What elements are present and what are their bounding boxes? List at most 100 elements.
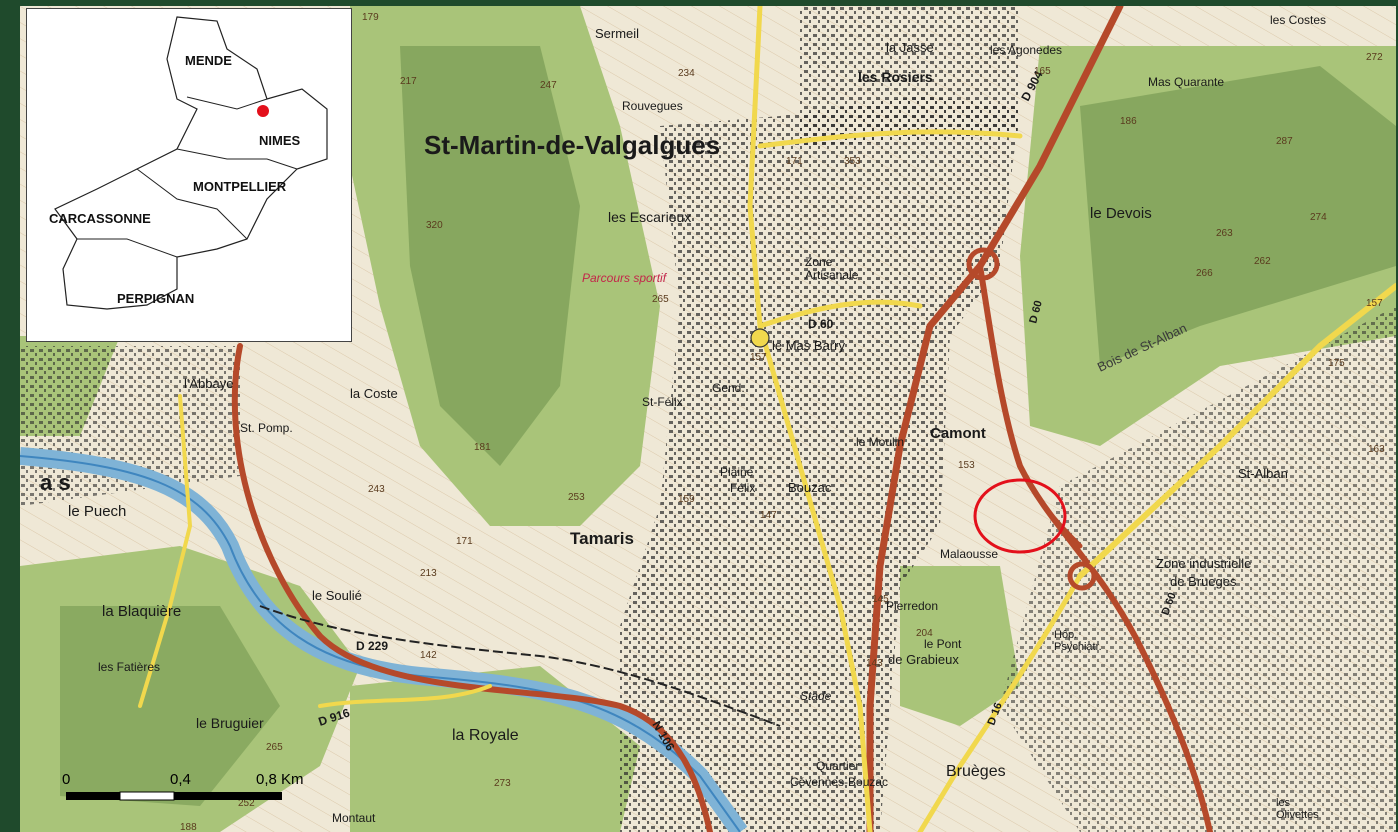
elevation-label: 175 <box>1328 358 1345 369</box>
roundabout <box>1067 561 1097 591</box>
elevation-label: 247 <box>540 80 557 91</box>
scale-segment <box>66 792 120 800</box>
elevation-label: 163 <box>1368 444 1385 455</box>
department-borders <box>77 96 298 258</box>
place-stade: Stade <box>800 689 832 703</box>
place-le-mas-barry: le Mas Barry <box>772 338 845 353</box>
elevation-label: 171 <box>786 156 803 167</box>
scale-tick-0-4: 0,4 <box>170 771 191 788</box>
place-bouzac: Bouzac <box>788 480 832 495</box>
place-st-pomp: St. Pomp. <box>240 421 293 435</box>
place-la-royale: la Royale <box>452 727 519 744</box>
region-outline <box>54 16 328 310</box>
roundabout <box>750 328 770 348</box>
scale-bar: 0 0,4 0,8 Km <box>62 768 322 808</box>
elevation-label: 266 <box>1196 268 1213 279</box>
place-hop-psychiatr: Hôp.Psychiatr. <box>1054 629 1102 653</box>
place-brueges: Bruèges <box>946 763 1006 780</box>
place-quartier: Quartier <box>816 759 859 773</box>
railway <box>259 605 781 727</box>
topographic-map[interactable]: St-Martin-de-Valgalgues Sermeil Rouvegue… <box>20 6 1396 832</box>
elevation-label: 253 <box>568 492 585 503</box>
elevation-label: 272 <box>1366 52 1383 63</box>
place-la-coste: la Coste <box>350 386 398 401</box>
elevation-label: 287 <box>1276 136 1293 147</box>
place-felix: Félix <box>730 481 755 495</box>
place-malaousse: Malaousse <box>940 547 998 561</box>
place-st-alban: St-Alban <box>1238 466 1288 481</box>
elevation-label: 188 <box>180 822 197 832</box>
scale-tick-0: 0 <box>62 771 70 788</box>
elevation-label: 217 <box>400 76 417 87</box>
place-le-devois: le Devois <box>1090 205 1152 222</box>
inset-canvas: MENDE NIMES MONTPELLIER CARCASSONNE PERP… <box>49 16 328 310</box>
elevation-label: 213 <box>420 568 437 579</box>
place-de-brueges: de Brueges <box>1170 574 1237 589</box>
place-les-costes: les Costes <box>1270 13 1326 27</box>
inset-city-nimes: NIMES <box>259 133 301 148</box>
highlight-circle[interactable] <box>973 478 1067 554</box>
elevation-label: 265 <box>652 294 669 305</box>
elevation-label: 234 <box>678 68 695 79</box>
map-canvas: St-Martin-de-Valgalgues Sermeil Rouvegue… <box>20 6 1396 832</box>
elevation-label: 171 <box>456 536 473 547</box>
place-le-pont: le Pont <box>924 637 962 651</box>
place-zone-industrielle: Zone industrielle <box>1156 556 1251 571</box>
place-st-felix: St-Félix <box>642 395 683 409</box>
elevation-label: 243 <box>368 484 385 495</box>
place-montaut: Montaut <box>332 811 376 825</box>
elevation-label: 145 <box>872 594 889 605</box>
scale-segment <box>174 792 282 800</box>
place-mas-quarante: Mas Quarante <box>1148 75 1224 89</box>
place-les-rosiers: les Rosiers <box>858 69 933 85</box>
place-le-puech: le Puech <box>68 503 126 520</box>
place-le-bruguier: le Bruguier <box>196 715 264 731</box>
place-plaine: Plaine <box>720 465 754 479</box>
place-gend: Gend. <box>712 381 745 395</box>
elevation-label: 353 <box>844 156 861 167</box>
place-l-abbaye: l'Abbaye <box>184 376 233 391</box>
road-label: D 60 <box>1027 299 1045 325</box>
place-le-soulie: le Soulié <box>312 588 362 603</box>
place-sermeil: Sermeil <box>595 26 639 41</box>
elevation-label: 273 <box>494 778 511 789</box>
elevation-label: 274 <box>1310 212 1327 223</box>
road-label: D 229 <box>356 639 388 653</box>
place-cevennes-bouzac: Cévennes-Bouzac <box>790 775 888 789</box>
elevation-label: 157 <box>750 352 767 363</box>
elevation-label: 265 <box>266 742 283 753</box>
elevation-label: 262 <box>1254 256 1271 267</box>
place-la-blaquiere: la Blaquière <box>102 603 181 620</box>
inset-region-map: MENDE NIMES MONTPELLIER CARCASSONNE PERP… <box>26 8 352 342</box>
place-les-agonedes: les Agonedes <box>990 43 1062 57</box>
major-roads <box>231 6 1213 832</box>
place-pierredon: Pierredon <box>886 599 938 613</box>
elevation-label: 320 <box>426 220 443 231</box>
place-les-fatieres: les Fatières <box>98 660 160 674</box>
elevation-label: 159 <box>678 494 695 505</box>
location-marker <box>257 105 269 117</box>
place-parcours-sportif: Parcours sportif <box>582 271 668 285</box>
elevation-label: 179 <box>362 12 379 23</box>
road-label: D 60 <box>808 317 834 331</box>
inset-city-perpignan: PERPIGNAN <box>117 291 194 306</box>
elevation-label: 204 <box>916 628 933 639</box>
inset-city-mende: MENDE <box>185 53 232 68</box>
elevation-label: 142 <box>420 650 437 661</box>
elevation-label: 157 <box>1366 298 1383 309</box>
scale-bar-graphic: 0 0,4 0,8 Km <box>62 771 304 801</box>
elevation-label: 263 <box>1216 228 1233 239</box>
place-le-moulin: le Moulin <box>856 435 904 449</box>
elevation-label: 147 <box>760 510 777 521</box>
elevation-labels: 179 217 234 247 320 265 157 159 147 153 … <box>180 12 1385 832</box>
place-a-s: a s <box>40 470 71 495</box>
inset-city-carcassonne: CARCASSONNE <box>49 211 151 226</box>
scale-tick-0-8: 0,8 Km <box>256 771 304 788</box>
scale-segment <box>119 791 175 801</box>
place-rouvegues: Rouvegues <box>622 99 683 113</box>
inset-city-montpellier: MONTPELLIER <box>193 179 287 194</box>
elevation-label: 186 <box>1120 116 1137 127</box>
place-la-jasse: la Jasse <box>886 40 934 55</box>
